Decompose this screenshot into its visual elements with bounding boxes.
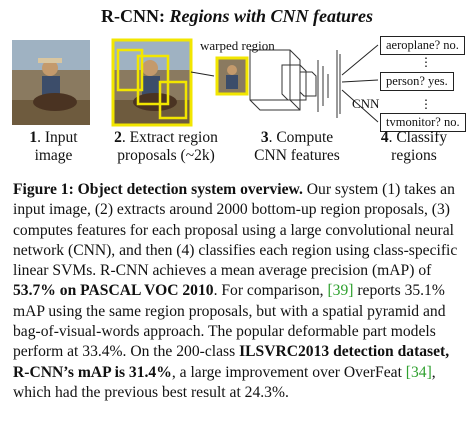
figure-caption: Figure 1: Object detection system overvi… [13, 180, 462, 403]
caption-text: , a large improvement over OverFeat [171, 363, 406, 381]
stage-line: proposals (~2k) [117, 147, 215, 164]
figure-title-italic: Regions with CNN features [169, 6, 373, 26]
ellipsis-dots: ⋮ [420, 55, 432, 69]
caption-text: reports 35.1% mAP using the same region … [13, 282, 446, 361]
stage-4-label: 4. Classify regions [364, 129, 464, 165]
citation-link[interactable]: [39] [327, 282, 354, 300]
caption-heading: Object detection system overview. [73, 181, 303, 198]
caption-text: , which had the previous best result at … [13, 363, 436, 401]
output-person: person? yes. [380, 72, 454, 91]
stage-line: regions [391, 147, 437, 164]
arrow-to-tvmonitor [341, 89, 379, 123]
caption-label: Figure 1: [13, 181, 74, 198]
warped-region-label: warped region [200, 38, 275, 53]
stage-line: image [34, 147, 73, 164]
ellipsis-dots: ⋮ [420, 97, 432, 111]
warped-region [215, 56, 249, 96]
arrow-to-aeroplane [341, 44, 379, 76]
stage-number: 3 [260, 129, 269, 146]
pipeline-diagram: ⋮ ⋮ [12, 38, 432, 127]
stage-1-label: 1. Input image [6, 129, 101, 165]
citation-link[interactable]: [34] [405, 363, 432, 381]
stage-number: 1 [29, 129, 38, 146]
output-aeroplane: aeroplane? no. [380, 36, 465, 55]
input-image [12, 40, 90, 125]
stage-number: 2 [114, 129, 122, 146]
caption-text: Our system (1) takes an input image, (2)… [13, 181, 458, 280]
region-proposals-image [111, 38, 193, 127]
stage-line: . Compute [268, 129, 334, 146]
figure: R-CNN: Regions with CNN features [0, 0, 474, 170]
stage-line: . Input [37, 129, 78, 146]
arrow-to-person [341, 79, 379, 83]
caption-text: . For comparison, [213, 282, 328, 300]
stage-line: . Classify [388, 129, 448, 146]
stage-3-label: 3. Compute CNN features [238, 129, 356, 165]
caption-bold: 53.7% on PASCAL VOC 2010 [13, 282, 214, 300]
cnn-network [249, 49, 341, 118]
stage-line: . Extract region [121, 129, 218, 146]
stage-line: CNN features [254, 147, 340, 164]
output-tvmonitor: tvmonitor? no. [380, 113, 466, 132]
stage-number: 4 [380, 129, 389, 146]
stage-2-label: 2. Extract region proposals (~2k) [96, 129, 236, 165]
figure-title-main: R-CNN: [100, 6, 170, 26]
caption-bold: ILSVRC2013 detection dataset, R-CNN’s mA… [13, 343, 450, 381]
cnn-label: CNN [352, 96, 380, 111]
arrow-line [190, 71, 215, 77]
figure-title: R-CNN: Regions with CNN features [0, 6, 474, 27]
